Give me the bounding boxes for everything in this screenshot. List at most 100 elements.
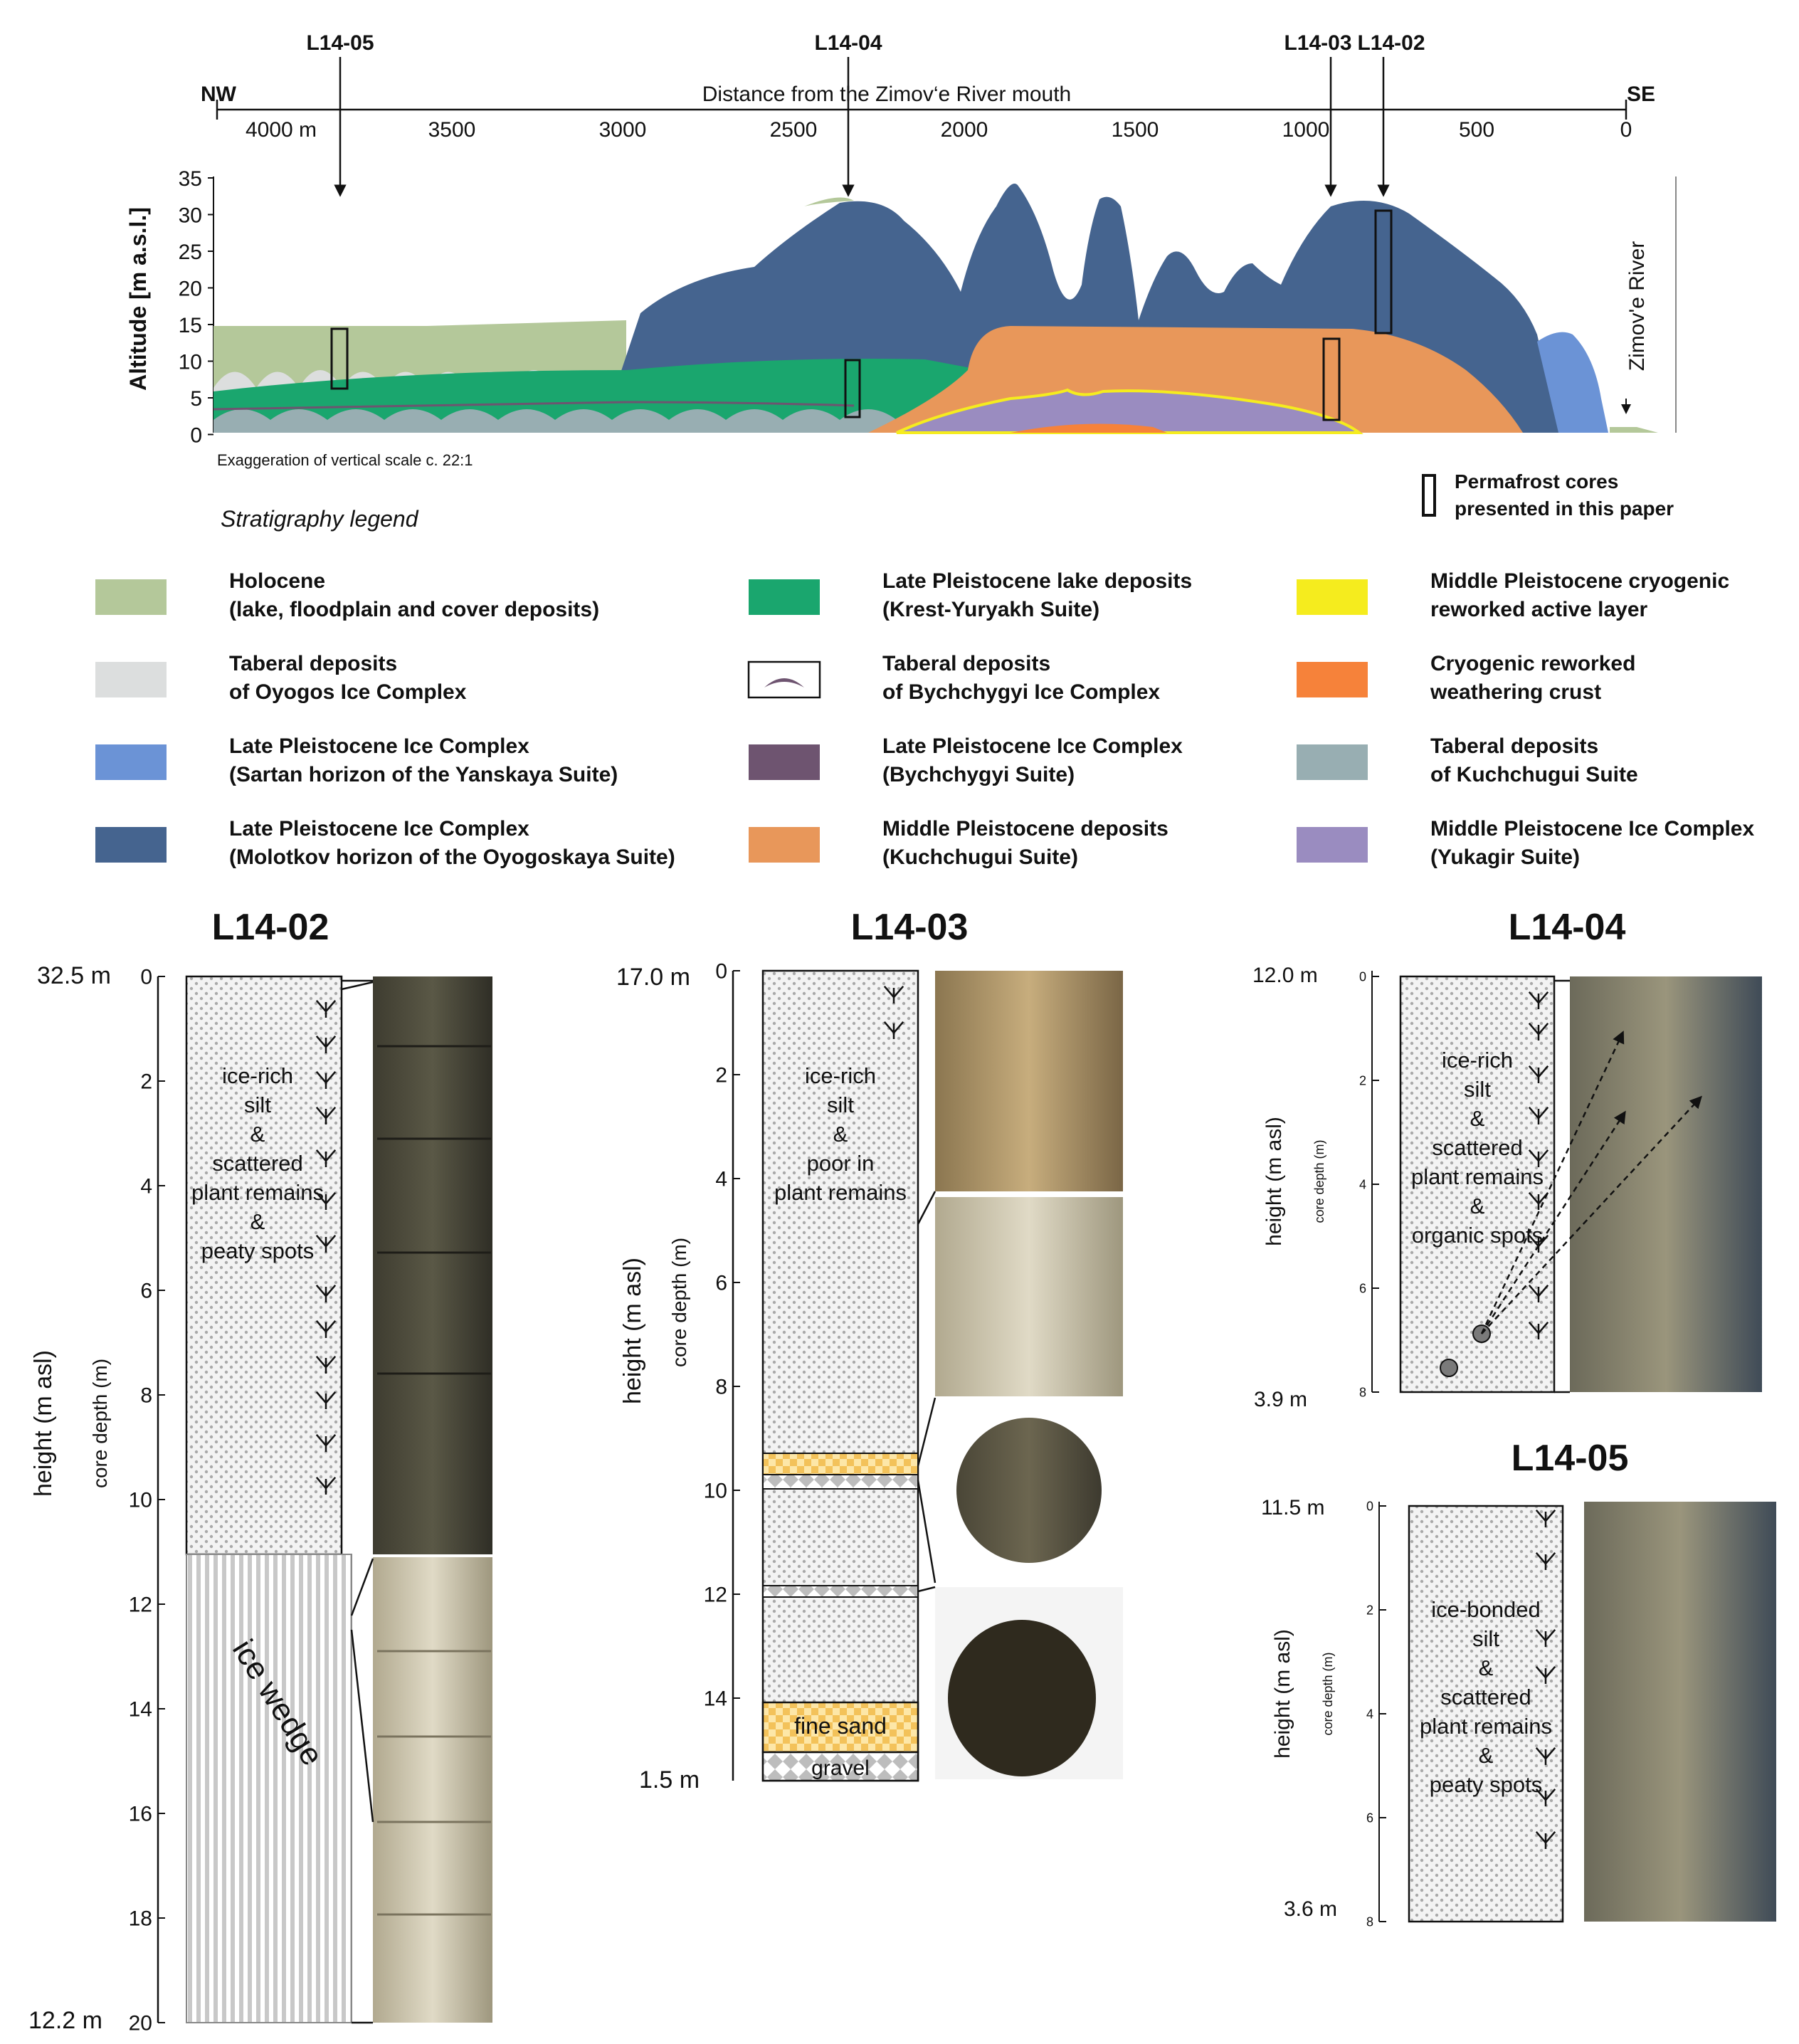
svg-text:L14-05: L14-05 [306, 31, 374, 55]
legend-swatch [1297, 662, 1368, 697]
core-l1404-root-symbols [1528, 991, 1549, 1339]
legend-item-line2: (Molotkov horizon of the Oyogoskaya Suit… [229, 845, 675, 869]
depth-tick-label: 6 [1366, 1811, 1373, 1825]
core-l1403-bottom: 1.5 m [639, 1766, 700, 1793]
legend-item-line1: Late Pleistocene Ice Complex [229, 734, 529, 758]
depth-tick-label: 8 [1366, 1914, 1373, 1929]
depth-tick-label: 2 [715, 1064, 727, 1087]
description-line: peaty spots [1430, 1772, 1543, 1797]
legend-item: Cryogenic reworked weathering crust [1297, 652, 1635, 704]
legend-cores-line2: presented in this paper [1455, 497, 1674, 520]
depth-tick-label: 10 [704, 1480, 727, 1503]
description-line: plant remains [1411, 1164, 1544, 1189]
root-icon [1528, 1321, 1549, 1339]
description-line: silt [1472, 1626, 1499, 1651]
depth-tick-label: 6 [140, 1280, 152, 1303]
altitude-tick-label: 35 [179, 167, 202, 191]
depth-tick-label: 12 [704, 1584, 727, 1607]
core-l1402-photo-lower [373, 1557, 492, 2023]
root-icon [315, 1035, 337, 1053]
root-icon [315, 1391, 337, 1409]
root-icon [1535, 1788, 1556, 1806]
description-line: & [1470, 1106, 1485, 1131]
root-icon [315, 1433, 337, 1452]
core-l1403-sand-band [762, 1453, 919, 1475]
core-l1403-gravel-band [762, 1474, 919, 1490]
depth-tick-label: 2 [1366, 1603, 1373, 1617]
depth-tick-label: 8 [715, 1376, 727, 1399]
altitude-tick-label: 0 [190, 424, 202, 448]
altitude-tick-label: 30 [179, 204, 202, 228]
core-l1405-depth-label: core depth (m) [1321, 1652, 1335, 1735]
legend-item-line1: Taberal deposits [229, 652, 397, 675]
core-l1403-top: 17.0 m [616, 964, 690, 991]
description-line: plant remains [1420, 1714, 1552, 1739]
distance-title: Distance from the Zimov‘e River mouth [702, 83, 1072, 106]
kuchchugui-taberal-layer [213, 409, 925, 433]
core-l1405-top: 11.5 m [1261, 1496, 1325, 1519]
legend-item: Late Pleistocene Ice Complex(Sartan hori… [95, 734, 618, 786]
distance-tick-label: 2500 [770, 118, 818, 142]
depth-tick-label: 14 [704, 1687, 727, 1711]
description-line: poor in [807, 1151, 875, 1176]
legend-item-line1: Taberal deposits [1430, 734, 1598, 758]
legend-item: Late Pleistocene lake deposits(Krest-Yur… [749, 569, 1192, 621]
description-line: scattered [1432, 1135, 1523, 1160]
depth-tick-label: 12 [129, 1593, 152, 1617]
description-line: plant remains [191, 1180, 324, 1205]
river-channel [1610, 427, 1658, 433]
weathering-crust [1011, 423, 1167, 433]
description-line: & [1470, 1194, 1485, 1218]
legend-item-line1: Holocene [229, 569, 325, 593]
legend-item-line2: of Kuchchugui Suite [1430, 763, 1638, 786]
description-line: scattered [1440, 1685, 1531, 1710]
description-line: & [1479, 1655, 1494, 1680]
cross-section-profile: NW SE Distance from the Zimov‘e River mo… [125, 31, 1677, 469]
bychchygyi-line [213, 401, 855, 411]
legend-swatch-arc [764, 678, 804, 688]
core-marker-l1402: L14-02 [1357, 31, 1425, 334]
root-icon [1535, 1747, 1556, 1765]
root-icon [315, 1319, 337, 1338]
distance-tick-label: 0 [1620, 118, 1632, 142]
description-line: ice-rich [1442, 1048, 1513, 1073]
legend-item-line2: (Kuchchugui Suite) [882, 845, 1078, 869]
legend-item-line1: Cryogenic reworked [1430, 652, 1635, 675]
legend-cores-line1: Permafrost cores [1455, 470, 1618, 492]
legend-cores-icon [1422, 474, 1436, 517]
legend-item: Middle Pleistocene deposits(Kuchchugui S… [749, 817, 1168, 869]
svg-text:L14-03: L14-03 [1284, 31, 1351, 55]
core-l1402-silt-unit [185, 975, 343, 1556]
sartan-ice-complex [1537, 332, 1608, 433]
core-l1404-depth-label: core depth (m) [1312, 1139, 1326, 1223]
depth-tick-label: 4 [140, 1175, 152, 1199]
description-line: scattered [212, 1151, 303, 1176]
core-l1403-photo-1 [935, 971, 1123, 1191]
legend-swatch [749, 827, 820, 863]
core-l1402-top: 32.5 m [37, 962, 111, 989]
core-l1402-title: L14-02 [212, 907, 329, 948]
description-line: silt [1464, 1077, 1491, 1102]
description-line: & [250, 1209, 265, 1234]
depth-tick-label: 14 [129, 1698, 152, 1722]
holocene-cap [804, 197, 854, 206]
legend-item: Middle Pleistocene Ice Complex(Yukagir S… [1297, 817, 1754, 869]
core-marker-l1403: L14-03 [1284, 31, 1352, 421]
legend-item-line1: Late Pleistocene Ice Complex [882, 734, 1183, 758]
depth-tick-label: 2 [140, 1070, 152, 1094]
legend-item-line2: weathering crust [1430, 680, 1601, 704]
core-l1404: L14-04 12.0 m 3.9 m height (m asl) core … [1252, 907, 1762, 1411]
altitude-tick-label: 20 [179, 278, 202, 301]
root-icon [1535, 1628, 1556, 1647]
legend-title: Stratigraphy legend [221, 506, 419, 532]
root-icon [315, 1284, 337, 1302]
depth-tick-label: 4 [715, 1168, 727, 1191]
